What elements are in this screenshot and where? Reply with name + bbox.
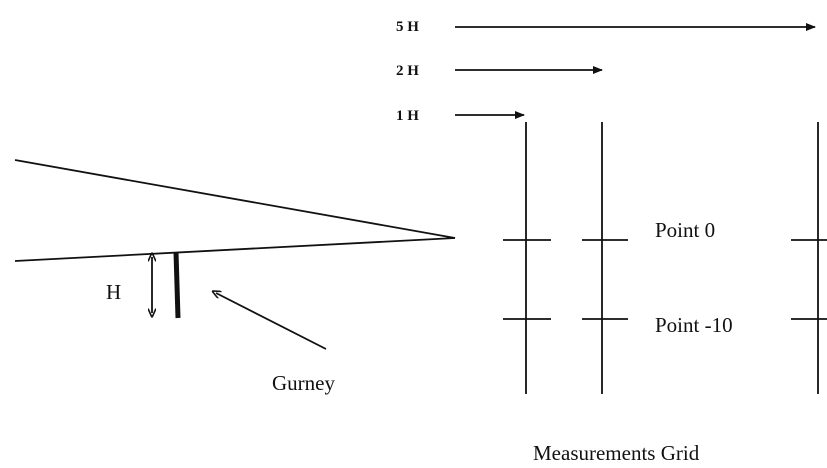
distance-label-2h: 2 H: [396, 63, 419, 79]
grid-caption: Measurements Grid: [533, 441, 700, 465]
gurney-flap-group: H Gurney: [106, 251, 335, 395]
airfoil-lower-surface: [14, 237, 456, 262]
measurements-grid: Point 0 Point -10 Measurements Grid: [503, 122, 827, 465]
gurney-label: Gurney: [272, 371, 335, 395]
point-0-label: Point 0: [655, 218, 715, 242]
airfoil-upper-surface: [14, 159, 456, 239]
distance-label-1h: 1 H: [396, 108, 419, 124]
distance-arrows: 5 H 2 H 1 H: [396, 19, 816, 124]
gurney-flap: [173, 251, 181, 319]
airfoil-trailing-edge: [14, 159, 456, 262]
point-minus-10-label: Point -10: [655, 313, 733, 337]
gurney-pointer-arrow: [216, 293, 327, 350]
height-label: H: [106, 280, 121, 304]
distance-label-5h: 5 H: [396, 19, 419, 35]
